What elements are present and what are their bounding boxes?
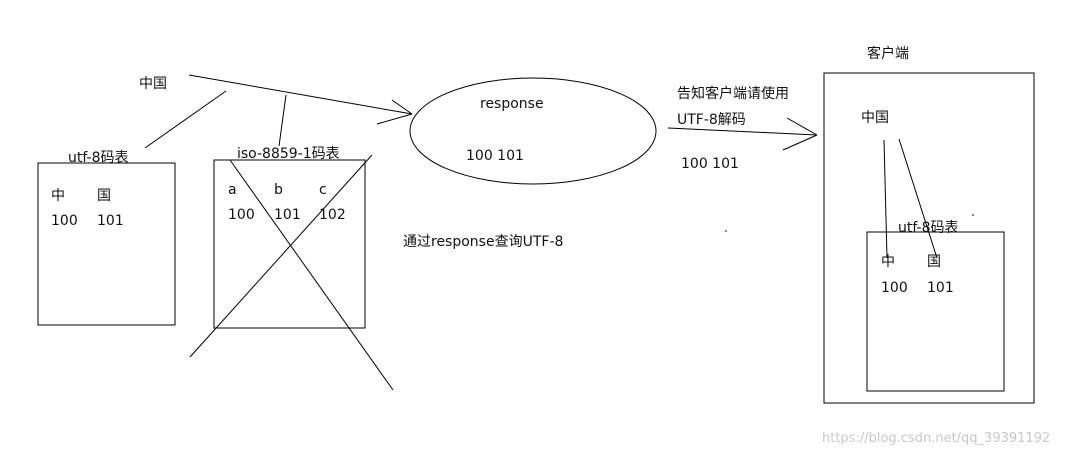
iso-table-box <box>213 159 366 329</box>
iso-table-title: iso-8859-1码表 <box>237 146 340 162</box>
client-char-1: 中 <box>881 254 895 270</box>
stray-dot <box>725 230 727 232</box>
client-box <box>823 72 1035 404</box>
query-note: 通过response查询UTF-8 <box>403 234 563 250</box>
utf8-char-2: 国 <box>97 188 111 204</box>
client-table-title: utf-8码表 <box>898 220 958 236</box>
link-to-utf8-table <box>144 90 227 149</box>
left-label: 中国 <box>139 76 167 92</box>
client-title: 客户端 <box>867 45 909 62</box>
client-link-zhong <box>883 139 888 259</box>
client-arrow-head-lower <box>782 134 818 151</box>
iso-code-1: 100 <box>228 207 255 223</box>
iso-char-2: b <box>274 182 283 198</box>
utf8-table-box <box>37 162 176 326</box>
response-ellipse <box>409 77 657 185</box>
watermark: https://blog.csdn.net/qq_39391192 <box>822 431 1050 446</box>
notify-text-line1: 告知客户端请使用 <box>677 85 789 102</box>
response-codes: 100 101 <box>466 148 524 164</box>
response-label: response <box>480 96 544 112</box>
client-utf8-table-box <box>866 231 1005 392</box>
arrow-head-upper <box>391 99 413 115</box>
stray-dot <box>972 214 974 216</box>
client-code-1: 100 <box>881 280 908 296</box>
client-char-2: 国 <box>927 254 941 270</box>
client-code-2: 101 <box>927 280 954 296</box>
utf8-code-1: 100 <box>51 213 78 229</box>
arrow-head-lower <box>376 113 413 125</box>
notify-text-line2: UTF-8解码 <box>677 112 746 128</box>
iso-code-3: 102 <box>319 207 346 223</box>
client-link-guo <box>898 138 938 259</box>
arrow-to-response <box>188 74 413 115</box>
utf8-table-title: utf-8码表 <box>68 150 128 166</box>
utf8-code-2: 101 <box>97 213 124 229</box>
iso-char-3: c <box>319 182 327 198</box>
transfer-codes: 100 101 <box>681 156 739 172</box>
arrow-to-client <box>667 127 818 136</box>
iso-char-1: a <box>228 182 237 198</box>
client-arrow-head-upper <box>786 117 818 136</box>
iso-cross-line-1 <box>229 159 394 391</box>
iso-cross-line-2 <box>189 154 373 358</box>
client-label: 中国 <box>861 110 889 126</box>
iso-code-2: 101 <box>274 207 301 223</box>
link-to-iso-table <box>278 94 287 147</box>
utf8-char-1: 中 <box>51 188 65 204</box>
